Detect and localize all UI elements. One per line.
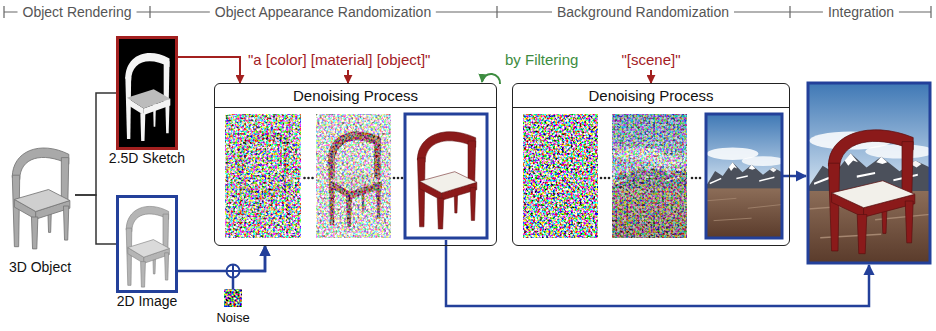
landscape-partial (612, 114, 689, 238)
image-ground (316, 114, 391, 238)
ellipsis-dots (303, 177, 701, 180)
process-box: Denoising Process (512, 83, 790, 246)
noise-sample (224, 289, 242, 307)
node-caption: Noise (216, 310, 249, 326)
dot (397, 177, 400, 180)
node-caption: 2.5D Sketch (109, 150, 185, 166)
node-caption: 2D Image (117, 293, 178, 309)
chair-sketch (125, 53, 170, 141)
connector (75, 195, 116, 244)
stage-heading: Object Appearance Randomization (210, 4, 436, 20)
add-symbol (227, 265, 239, 277)
image-ground (116, 195, 178, 293)
stage-heading: Integration (823, 4, 899, 20)
text-prompt: "[scene]" (621, 52, 680, 68)
dot (303, 177, 306, 180)
dot (307, 177, 310, 180)
dot (699, 177, 702, 180)
process-box: Denoising Process (214, 83, 497, 246)
landscape (706, 114, 784, 238)
dot (393, 177, 396, 180)
node-caption: 3D Object (9, 259, 71, 275)
stage-bracket (4, 6, 931, 18)
result-frame (706, 114, 782, 238)
noise-image (225, 114, 301, 238)
stage-heading: Background Randomization (552, 4, 734, 20)
image-frame: 2.5D Sketch (116, 36, 178, 150)
chair-red (417, 132, 476, 229)
result-frame (405, 114, 487, 238)
box-title: Denoising Process (513, 84, 789, 108)
dot (604, 177, 607, 180)
noise-image (523, 114, 598, 238)
noise-image (612, 114, 687, 238)
dot (600, 177, 603, 180)
connector (178, 246, 265, 271)
add-symbol (227, 265, 240, 278)
dot (311, 177, 314, 180)
chair-final (828, 130, 914, 254)
prompt-arrow (650, 70, 652, 83)
sketch-ground (116, 36, 178, 150)
filter-note: by Filtering (505, 52, 578, 68)
chair-3d (12, 148, 70, 249)
box-title: Denoising Process (215, 84, 496, 108)
dot (401, 177, 404, 180)
dot (695, 177, 698, 180)
flow-arrow (446, 240, 869, 306)
noise-image (316, 114, 391, 238)
result-frame (808, 83, 930, 263)
connector (75, 93, 116, 195)
dot (691, 177, 694, 180)
stage-heading: Object Rendering (18, 4, 137, 20)
text-prompt: "a [color] [material] [object]" (248, 52, 430, 68)
landscape-final (808, 83, 934, 263)
dot (608, 177, 611, 180)
prompt-arrow (347, 70, 349, 83)
image-ground (405, 114, 487, 238)
noise-frame: Noise (224, 289, 242, 307)
connector (178, 57, 240, 83)
flow-arrow (783, 175, 806, 178)
chair-2d (126, 206, 169, 287)
object-figure: 3D Object (5, 134, 75, 256)
image-ground (225, 114, 301, 238)
image-frame: 2D Image (116, 195, 178, 293)
